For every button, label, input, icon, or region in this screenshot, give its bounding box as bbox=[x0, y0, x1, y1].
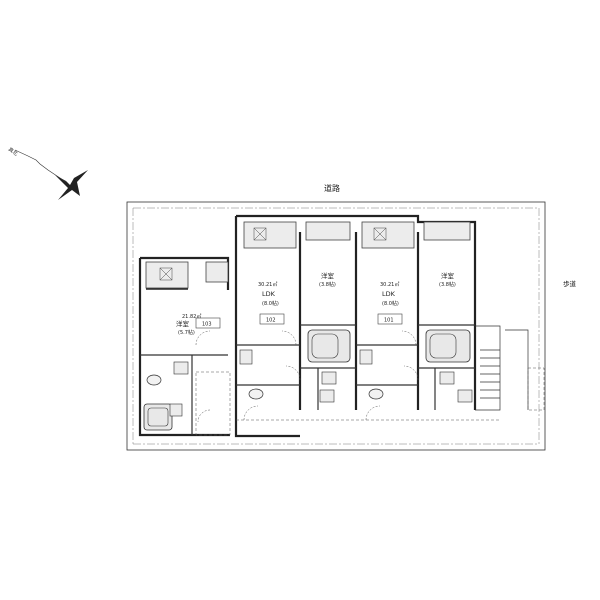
unit-103-plate bbox=[195, 317, 221, 329]
partitions bbox=[140, 324, 475, 435]
balcony-marks bbox=[159, 227, 387, 281]
unit-102-room2: 洋室 bbox=[321, 271, 335, 280]
sinks bbox=[169, 349, 473, 417]
unit-102-room: LDK bbox=[262, 290, 276, 298]
tub-inner bbox=[147, 333, 457, 427]
compass: 真北 bbox=[7, 146, 88, 200]
toilets bbox=[146, 374, 384, 400]
unit-103-number: 103 bbox=[202, 322, 212, 328]
unit-101-number: 101 bbox=[384, 318, 394, 324]
north-label: 真北 bbox=[7, 146, 19, 157]
doors bbox=[195, 330, 419, 423]
unit-102-area: 30.21㎡ bbox=[258, 281, 277, 288]
road-label: 道路 bbox=[324, 183, 340, 193]
unit-102-number: 102 bbox=[266, 318, 276, 324]
site-boundary bbox=[126, 201, 546, 451]
sidewalk-label: 歩道 bbox=[563, 279, 577, 288]
outdoor-dashed bbox=[195, 367, 545, 436]
bathtubs bbox=[143, 329, 471, 431]
unit-101-size2: (3.8帖) bbox=[439, 281, 456, 288]
unit-102-size: (8.0帖) bbox=[262, 300, 279, 307]
compass-star-icon bbox=[55, 170, 88, 200]
unit-101-area: 30.21㎡ bbox=[380, 281, 399, 288]
building-walls bbox=[138, 214, 477, 438]
compass-needle bbox=[14, 149, 67, 183]
unit-103-room: 洋室 bbox=[176, 319, 190, 328]
unit-101-room: LDK bbox=[382, 290, 396, 298]
unit-103-size: (5.7帖) bbox=[178, 329, 195, 336]
unit-101-size: (8.0帖) bbox=[382, 300, 399, 307]
unit-101-room2: 洋室 bbox=[441, 271, 455, 280]
unit-102-plate bbox=[259, 313, 285, 325]
unit-101-plate bbox=[377, 313, 403, 325]
unit-103-area: 21.82㎡ bbox=[182, 313, 201, 320]
outdoor-stairs bbox=[475, 325, 529, 411]
unit-102-size2: (3.8帖) bbox=[319, 281, 336, 288]
balconies bbox=[145, 221, 471, 289]
